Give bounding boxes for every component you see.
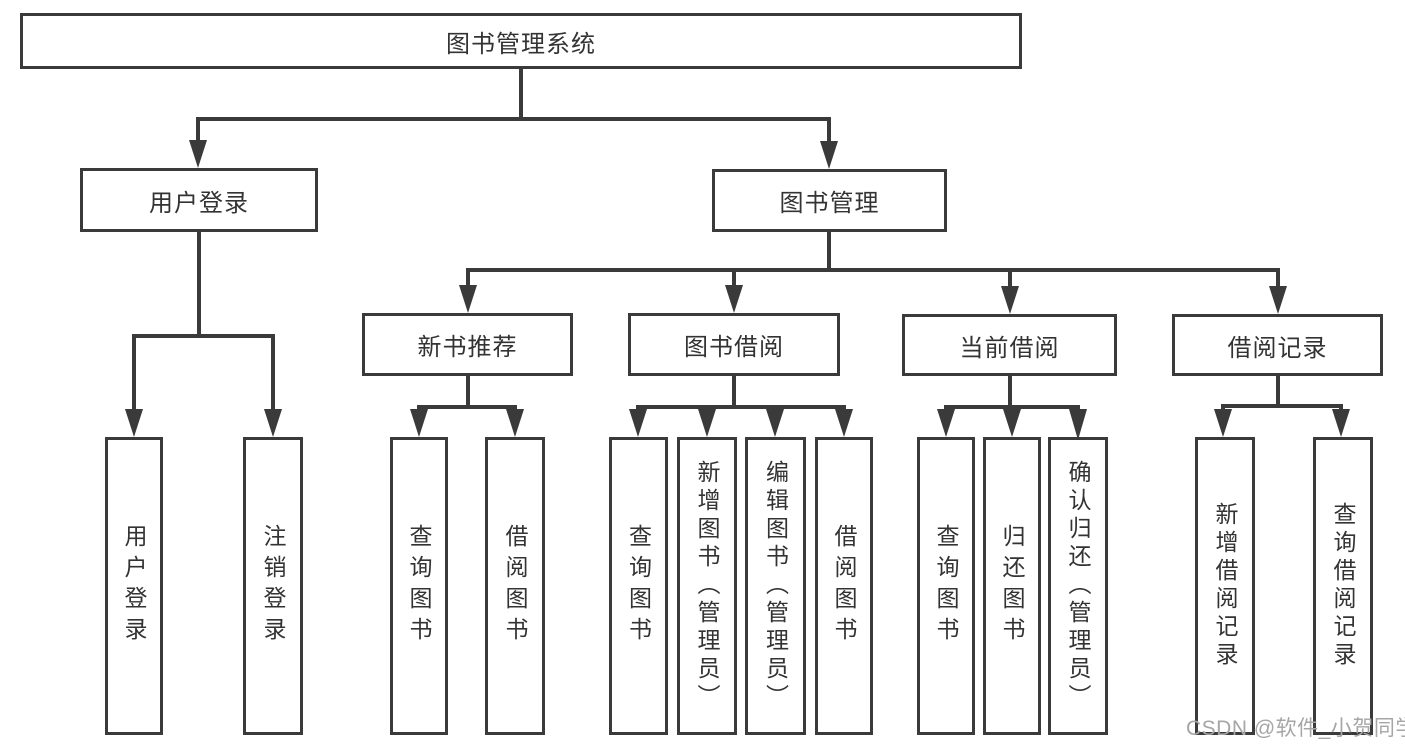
arrowhead	[264, 409, 282, 437]
arrowhead	[698, 409, 716, 437]
leaf-query-books-rec: 查询图书	[390, 437, 448, 735]
arrowhead	[1332, 409, 1350, 437]
node-new-book-recommendation: 新书推荐	[362, 313, 573, 376]
leaf-add-books-admin: 新增图书（管理员）	[677, 437, 737, 735]
leaf-query-books-current: 查询图书	[917, 437, 975, 735]
arrowhead	[189, 140, 207, 168]
leaf-borrow-books-rec: 借阅图书	[485, 437, 545, 735]
arrowhead	[410, 409, 428, 437]
connector-bookborrow-to-leaves	[636, 376, 846, 410]
arrowhead	[125, 409, 143, 437]
arrowhead	[1003, 409, 1021, 437]
csdn-watermark: CSDN @软件_小贺同学	[1186, 717, 1405, 740]
leaf-user-login: 用户登录	[105, 437, 163, 735]
node-book-borrowing: 图书借阅	[628, 313, 840, 376]
arrowhead	[1001, 286, 1019, 314]
arrowhead	[937, 409, 955, 437]
connector-bookmgmt-to-level3	[466, 232, 1280, 287]
leaf-return-books: 归还图书	[983, 437, 1041, 735]
connector-newbookrec-to-leaves	[417, 376, 517, 410]
leaf-query-borrow-record: 查询借阅记录	[1313, 437, 1373, 735]
arrowhead	[835, 409, 853, 437]
connector-currentborrow-to-leaves	[944, 376, 1080, 410]
node-current-borrowing: 当前借阅	[902, 314, 1117, 376]
node-book-management: 图书管理	[712, 169, 947, 232]
connector-root-to-level2	[196, 69, 831, 142]
arrowhead	[766, 409, 784, 437]
node-borrowing-records: 借阅记录	[1172, 314, 1383, 376]
arrowhead	[506, 409, 524, 437]
leaf-query-books-borrow: 查询图书	[609, 437, 668, 735]
leaf-edit-books-admin: 编辑图书（管理员）	[745, 437, 806, 735]
arrowhead	[820, 141, 838, 169]
connector-borrowrecord-to-leaves	[1221, 376, 1343, 410]
leaf-confirm-return-admin: 确认归还（管理员）	[1048, 437, 1108, 735]
arrowhead	[459, 285, 477, 313]
leaf-logout: 注销登录	[243, 437, 303, 735]
arrowhead	[725, 285, 743, 313]
arrowhead	[1214, 409, 1232, 437]
node-root-system: 图书管理系统	[20, 13, 1022, 69]
arrowhead	[629, 409, 647, 437]
leaf-add-borrow-record: 新增借阅记录	[1195, 437, 1255, 735]
arrowhead	[1069, 409, 1087, 440]
leaf-borrow-books: 借阅图书	[815, 437, 873, 735]
arrowhead	[1269, 286, 1287, 314]
node-user-login: 用户登录	[80, 168, 318, 232]
connector-userlogin-to-leaves	[132, 232, 275, 410]
